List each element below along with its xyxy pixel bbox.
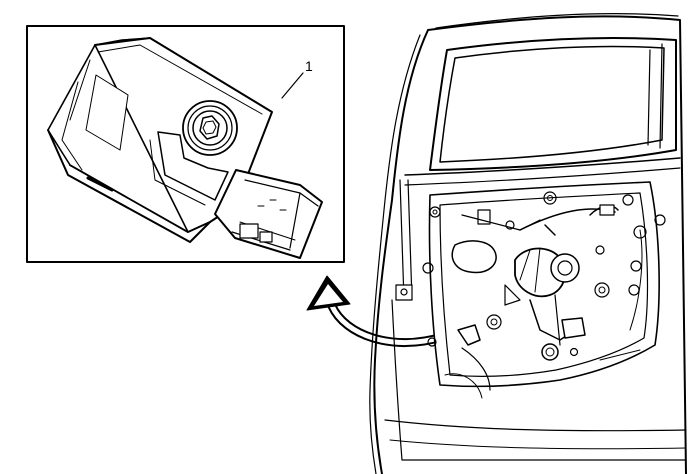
module-illustration (47, 37, 323, 259)
module-location (444, 324, 491, 399)
rear-door (369, 13, 687, 474)
detail-inset (26, 25, 345, 263)
bolt-icon (182, 100, 238, 156)
callout-number-1: 1 (305, 58, 313, 74)
callout-leader (281, 72, 304, 99)
connector (214, 169, 323, 259)
regulator-motor (504, 247, 580, 306)
